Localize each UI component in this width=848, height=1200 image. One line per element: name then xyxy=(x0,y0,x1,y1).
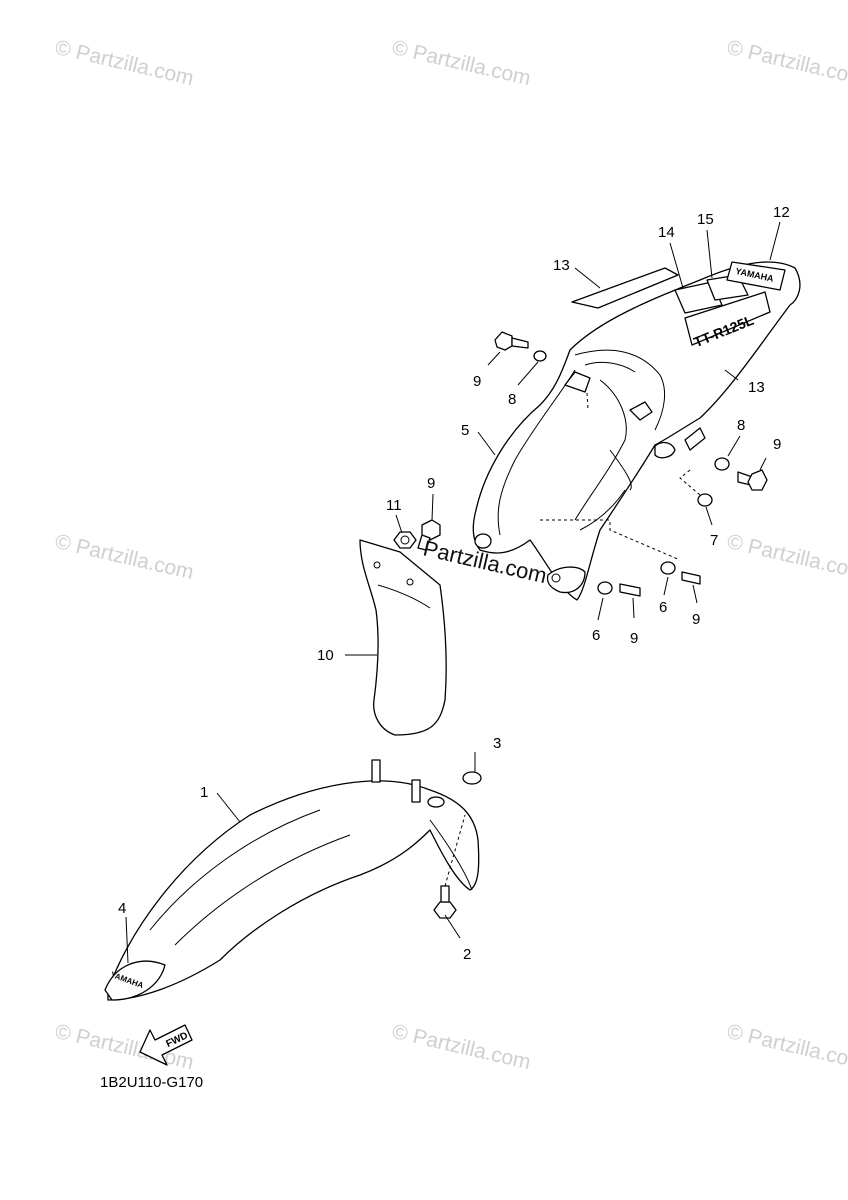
callout-13: 13 xyxy=(553,257,570,274)
callout-6: 6 xyxy=(592,627,600,644)
callout-1: 1 xyxy=(200,784,208,801)
callouts: 1 2 3 4 5 6 6 7 8 8 9 9 9 9 9 10 11 12 1… xyxy=(118,204,790,963)
callout-3: 3 xyxy=(493,735,501,752)
callout-9: 9 xyxy=(630,630,638,647)
rear-fender: YAMAHA TT-R125L xyxy=(472,261,801,601)
callout-6: 6 xyxy=(659,599,667,616)
callout-8: 8 xyxy=(508,391,516,408)
diagram-code: 1B2U110-G170 xyxy=(100,1074,203,1091)
callout-9: 9 xyxy=(427,475,435,492)
callout-9: 9 xyxy=(473,373,481,390)
callout-8: 8 xyxy=(737,417,745,434)
hardware xyxy=(393,331,768,597)
callout-15: 15 xyxy=(697,211,714,228)
mud-flap xyxy=(359,539,447,736)
callout-2: 2 xyxy=(463,946,471,963)
callout-14: 14 xyxy=(658,224,675,241)
leader-lines xyxy=(125,221,781,964)
callout-5: 5 xyxy=(461,422,469,439)
callout-4: 4 xyxy=(118,900,126,917)
callout-13: 13 xyxy=(748,379,765,396)
front-fender: YAMAHA xyxy=(104,759,482,1001)
callout-7: 7 xyxy=(710,532,718,549)
callout-12: 12 xyxy=(773,204,790,221)
callout-11: 11 xyxy=(386,497,402,514)
callout-9: 9 xyxy=(692,611,700,628)
callout-10: 10 xyxy=(317,647,334,664)
fwd-arrow-icon: FWD xyxy=(139,1024,193,1066)
callout-9: 9 xyxy=(773,436,781,453)
